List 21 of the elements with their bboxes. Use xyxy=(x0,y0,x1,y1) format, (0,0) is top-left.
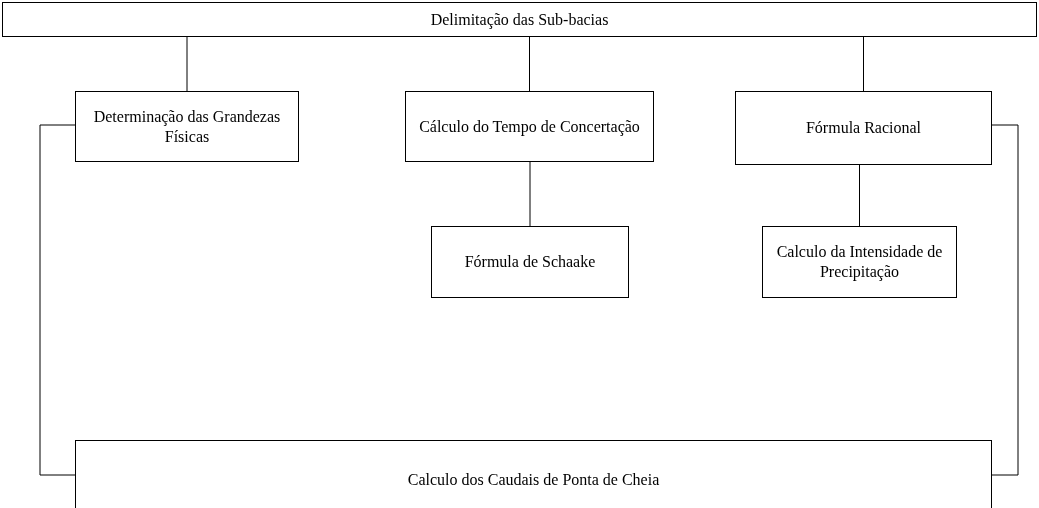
box-label: Calculo da Intensidade de Precipitação xyxy=(775,242,944,282)
connector-line xyxy=(859,164,860,227)
process-box xyxy=(431,226,629,298)
connector-line xyxy=(863,36,864,92)
box-label: Determinação das Grandezas Físicas xyxy=(92,106,282,147)
connector-line xyxy=(529,36,530,92)
process-box xyxy=(405,91,654,162)
box-label: Calculo dos Caudais de Ponta de Cheia xyxy=(407,470,660,490)
connector-line xyxy=(186,36,188,92)
connector-line xyxy=(529,161,531,227)
process-box xyxy=(735,91,992,165)
box-label: Fórmula Racional xyxy=(805,118,922,138)
connector-line xyxy=(39,124,76,476)
box-label: Fórmula de Schaake xyxy=(464,252,596,272)
box-label: Delimitação das Sub-bacias xyxy=(430,9,609,30)
process-box xyxy=(75,440,992,508)
process-box xyxy=(2,2,1037,37)
process-box xyxy=(75,91,299,162)
process-box xyxy=(762,226,957,298)
box-label: Cálculo do Tempo de Concertação xyxy=(419,116,640,137)
connector-line xyxy=(991,124,1019,476)
